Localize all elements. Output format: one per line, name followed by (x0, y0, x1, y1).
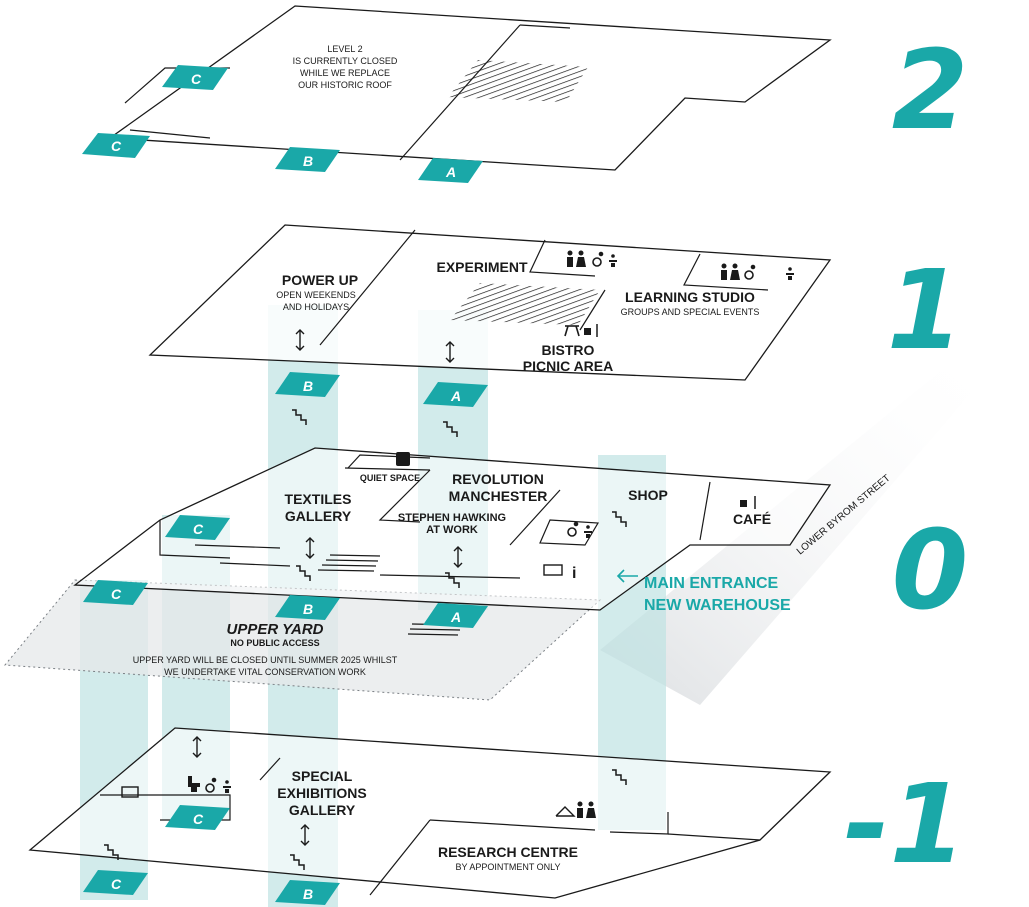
power-up-note2: AND HOLIDAYS (283, 302, 349, 312)
lift-up-down-icon (192, 736, 310, 846)
accessible-icon (567, 521, 579, 537)
room-bistro: BISTRO (542, 342, 595, 358)
lift-up-down-icon (295, 329, 455, 363)
level-minus-1-floor: SPECIAL EXHIBITIONS GALLERY RESEARCH CEN… (28, 727, 832, 905)
cafe-cup-icon (740, 496, 756, 509)
lift-c-badge: C (83, 580, 148, 605)
cloakroom-icon (555, 806, 576, 817)
new-warehouse-label: NEW WAREHOUSE (644, 597, 791, 614)
upper-yard-title: UPPER YARD (227, 621, 324, 638)
svg-text:C: C (193, 521, 204, 537)
svg-text:C: C (193, 811, 204, 827)
room-experiment: EXPERIMENT (436, 259, 527, 275)
room-learning-studio: LEARNING STUDIO (625, 289, 755, 305)
main-entrance-label: MAIN ENTRANCE (644, 575, 779, 592)
yard-note-line1: UPPER YARD WILL BE CLOSED UNTIL SUMMER 2… (133, 655, 398, 665)
toilets-icon (577, 801, 596, 818)
quiet-space-icon (396, 452, 410, 466)
level-minus-1-number: -1 (844, 760, 966, 888)
lift-b-badge: B (275, 880, 340, 905)
lift-up-down-icon (305, 537, 463, 568)
baby-change-icon (609, 254, 794, 280)
accessible-icon (592, 251, 756, 280)
stairwell-void (450, 283, 600, 325)
baby-change-icon (584, 525, 592, 538)
svg-text:C: C (111, 138, 122, 154)
level-0-floor: QUIET SPACE REVOLUTION MANCHESTER TEXTIL… (73, 447, 832, 636)
level-1-number: 1 (887, 246, 964, 374)
toilets-icon (567, 250, 740, 280)
stairs-icon (292, 409, 458, 437)
lift-b-badge: B (275, 372, 340, 397)
lift-b-badge: B (275, 147, 340, 172)
lift-c-badge: C (162, 65, 228, 90)
lift-a-badge: A (423, 382, 488, 407)
svg-text:A: A (450, 609, 461, 625)
svg-text:B: B (303, 601, 313, 617)
accessible-icon (205, 777, 217, 793)
info-icon: i (572, 565, 576, 582)
lift-a-badge: A (423, 603, 488, 628)
level-2-number: 2 (892, 26, 969, 154)
room-manchester: MANCHESTER (449, 488, 548, 504)
level-2-notice-line4: OUR HISTORIC ROOF (298, 80, 392, 90)
svg-text:C: C (191, 71, 202, 87)
room-research-centre: RESEARCH CENTRE (438, 844, 578, 860)
yard-note-line2: WE UNDERTAKE VITAL CONSERVATION WORK (164, 667, 366, 677)
lift-c-badge: C (165, 515, 230, 540)
arrow-left-icon (616, 569, 638, 583)
lift-a-badge: A (418, 158, 483, 183)
room-exhibitions: EXHIBITIONS (277, 785, 366, 801)
lift-c-badge: C (82, 133, 150, 158)
level-2-floor: LEVEL 2 IS CURRENTLY CLOSED WHILE WE REP… (82, 5, 832, 183)
svg-text:B: B (303, 378, 313, 394)
baby-change-icon (223, 780, 231, 793)
room-cafe: CAFÉ (733, 511, 771, 527)
svg-text:A: A (450, 388, 461, 404)
svg-text:C: C (111, 876, 122, 892)
lift-c-badge: C (83, 870, 148, 895)
room-power-up: POWER UP (282, 272, 358, 288)
stairwell-void (448, 60, 588, 102)
room-quiet-space: QUIET SPACE (360, 473, 420, 483)
level-0-number: 0 (892, 506, 969, 634)
stairs-icon (296, 511, 627, 588)
room-at-work: AT WORK (426, 524, 478, 536)
room-shop: SHOP (628, 487, 668, 503)
room-special: SPECIAL (292, 768, 353, 784)
picnic-bench-icon (564, 325, 580, 337)
room-textiles: TEXTILES (285, 491, 352, 507)
level-2-notice-line2: IS CURRENTLY CLOSED (293, 56, 398, 66)
learning-studio-note: GROUPS AND SPECIAL EVENTS (621, 307, 760, 317)
no-public-access: NO PUBLIC ACCESS (230, 638, 319, 648)
ticket-icon (121, 786, 139, 798)
ticket-icon (543, 564, 563, 576)
svg-text:B: B (303, 153, 313, 169)
level-2-notice-line3: WHILE WE REPLACE (300, 68, 390, 78)
room-gallery: GALLERY (285, 508, 352, 524)
lift-b-badge: B (275, 595, 340, 620)
svg-text:B: B (303, 886, 313, 902)
toilet-icon (188, 776, 200, 792)
cafe-cup-icon (584, 324, 598, 337)
room-picnic-area: PICNIC AREA (523, 358, 614, 374)
stairs-icon (104, 769, 627, 870)
lift-c-badge: C (165, 805, 230, 830)
room-stephen-hawking: STEPHEN HAWKING (398, 512, 506, 524)
room-gallery: GALLERY (289, 802, 356, 818)
svg-text:A: A (445, 164, 456, 180)
room-revolution: REVOLUTION (452, 471, 544, 487)
research-centre-note: BY APPOINTMENT ONLY (455, 862, 560, 872)
steps-icon (317, 554, 463, 636)
power-up-note1: OPEN WEEKENDS (276, 290, 356, 300)
svg-text:C: C (111, 586, 122, 602)
level-1-floor: POWER UP OPEN WEEKENDS AND HOLIDAYS EXPE… (148, 224, 832, 437)
level-2-notice-line1: LEVEL 2 (327, 44, 362, 54)
